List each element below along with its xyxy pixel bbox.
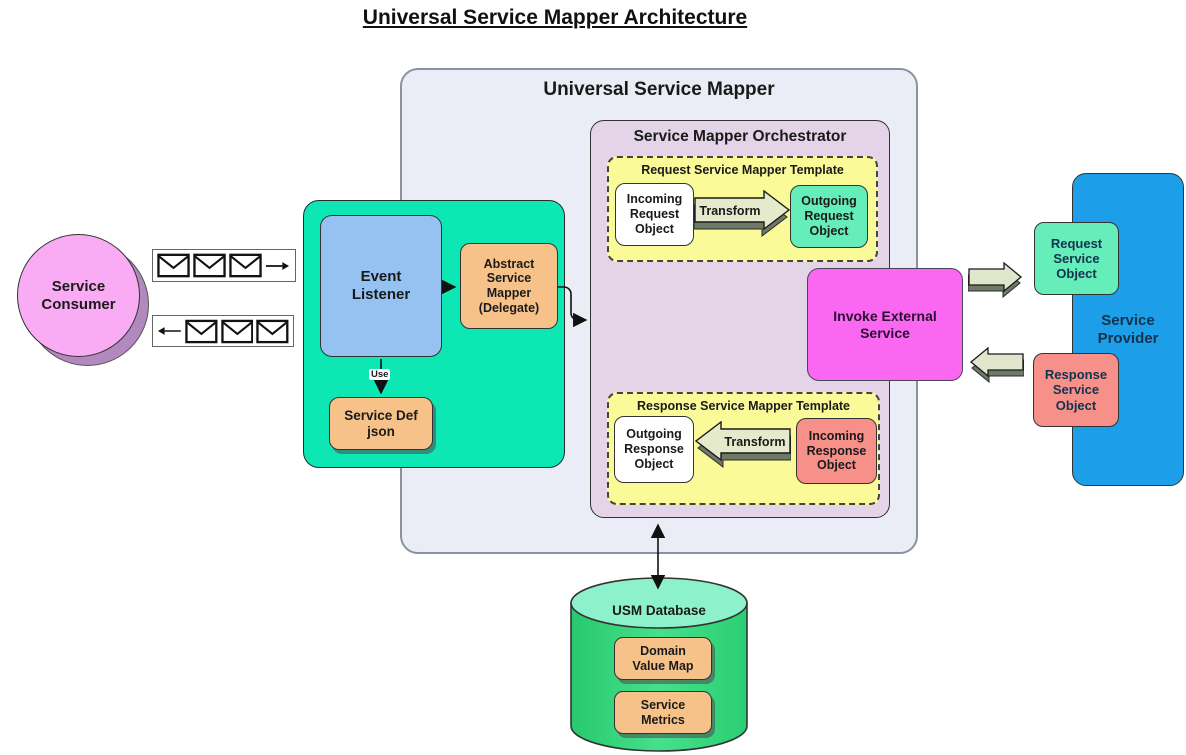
label-line: Service <box>640 697 686 712</box>
label-line: Object <box>809 223 849 238</box>
label-line: Outgoing <box>626 427 682 442</box>
request-messages-row <box>152 249 296 282</box>
transform-arrow-right: Transform <box>694 190 791 238</box>
label-line: Response <box>624 442 684 457</box>
request-template-title: Request Service Mapper Template <box>641 163 844 177</box>
label-line: Service Def <box>344 407 418 423</box>
label-line: Incoming <box>626 192 683 207</box>
transform-label: Transform <box>724 435 785 449</box>
event-listener-box: Event Listener <box>320 215 442 357</box>
universal-service-mapper-title: Universal Service Mapper <box>543 79 775 100</box>
response-service-object: Response Service Object <box>1033 353 1119 427</box>
envelope-icon <box>185 319 218 343</box>
service-metrics-box: Service Metrics <box>614 691 712 734</box>
label-line: (Delegate) <box>478 300 540 315</box>
outgoing-response-object: Outgoing Response Object <box>614 416 694 483</box>
transform-label: Transform <box>699 204 760 218</box>
label-line: Response <box>1044 367 1108 382</box>
label-line: Object <box>1056 266 1097 282</box>
label-line: Outgoing <box>801 194 857 209</box>
label-line: Incoming <box>808 428 865 443</box>
incoming-request-object: Incoming Request Object <box>615 183 694 246</box>
service-def-json-box: Service Def json <box>329 397 433 450</box>
envelope-icon <box>193 253 226 278</box>
label-line: Provider <box>1097 329 1159 347</box>
orchestrator-title: Service Mapper Orchestrator <box>633 128 847 145</box>
domain-value-map-box: Domain Value Map <box>614 637 712 680</box>
label-line: Value Map <box>632 658 694 673</box>
page-title: Universal Service Mapper Architecture <box>362 6 748 29</box>
label-line: Request <box>1050 235 1103 251</box>
envelope-icon <box>256 319 289 343</box>
label-line: Object <box>1055 397 1097 413</box>
label-line: Invoke External <box>833 307 937 324</box>
transform-arrow-left: Transform <box>694 421 791 469</box>
service-consumer-circle: Service Consumer <box>17 234 140 357</box>
usm-database-title: USM Database <box>612 603 706 618</box>
label-line: Domain <box>640 643 686 658</box>
label-line: Service <box>1101 311 1155 329</box>
label-line: Object <box>635 221 674 236</box>
label-line: Consumer <box>41 295 116 313</box>
label-line: Request <box>804 209 854 224</box>
incoming-response-object: Incoming Response Object <box>796 418 877 484</box>
request-flow-arrow-icon <box>968 262 1023 298</box>
envelope-icon <box>220 319 253 343</box>
label-line: Service <box>486 271 532 286</box>
arrow-right-icon <box>265 261 290 270</box>
label-line: Service <box>51 277 106 295</box>
label-line: Abstract <box>483 256 535 271</box>
abstract-service-mapper-box: Abstract Service Mapper (Delegate) <box>460 243 558 329</box>
label-line: Object <box>817 458 856 473</box>
response-flow-arrow-icon <box>969 347 1024 383</box>
label-line: json <box>367 423 395 439</box>
label-line: Request <box>629 207 680 222</box>
arrow-left-icon <box>157 327 181 335</box>
label-line: Metrics <box>641 712 685 727</box>
label-line: Service <box>860 324 910 341</box>
label-line: Listener <box>351 286 411 303</box>
label-line: Mapper <box>486 286 532 300</box>
label-line: Object <box>634 456 674 471</box>
use-label: Use <box>369 369 391 380</box>
outgoing-request-object: Outgoing Request Object <box>790 185 868 248</box>
service-provider-box: Service Provider <box>1072 173 1184 486</box>
label-line: Service <box>1052 382 1100 398</box>
envelope-icon <box>229 253 262 278</box>
label-line: Service <box>1053 250 1100 266</box>
response-messages-row <box>152 315 294 347</box>
response-template-title: Response Service Mapper Template <box>636 399 851 413</box>
label-line: Event <box>360 268 402 286</box>
label-line: Response <box>806 443 867 458</box>
request-service-object: Request Service Object <box>1034 222 1119 295</box>
invoke-external-service-box: Invoke External Service <box>807 268 963 381</box>
envelope-icon <box>157 253 190 278</box>
